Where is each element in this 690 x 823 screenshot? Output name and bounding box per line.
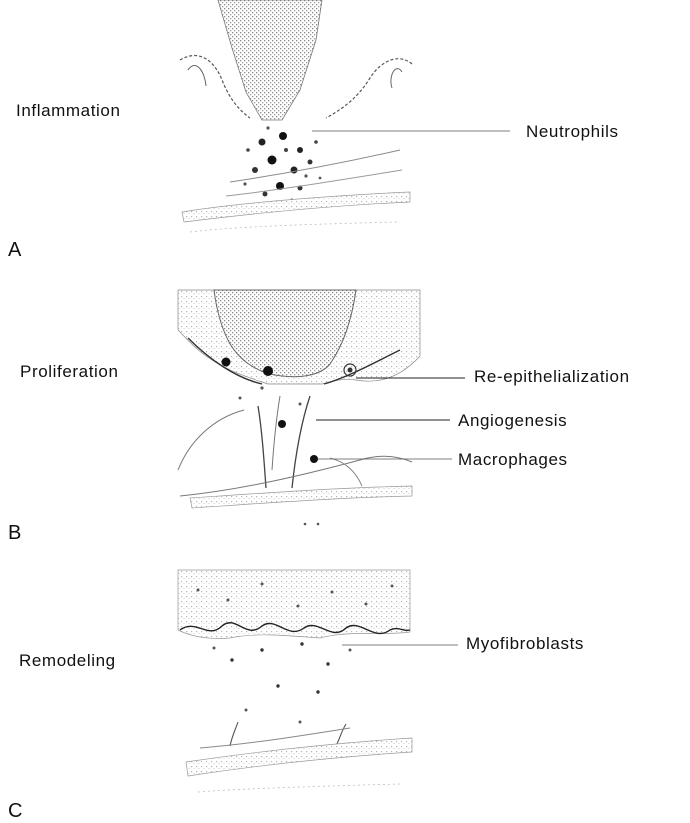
dermis-band-b	[190, 486, 412, 508]
annotation-neutrophils: Neutrophils	[526, 122, 619, 142]
annotation-angiogenesis: Angiogenesis	[458, 411, 567, 431]
panel-b-drawing	[178, 290, 465, 525]
annotation-reepithelialization: Re-epithelialization	[474, 367, 630, 387]
vessel-a	[230, 150, 400, 182]
hair-left-a	[188, 65, 206, 86]
stage-label-inflammation: Inflammation	[16, 101, 121, 121]
panel-a-drawing	[180, 0, 510, 232]
dermis-band-c	[186, 738, 412, 776]
myofibroblasts-c	[213, 642, 352, 723]
panel-letter-c: C	[8, 800, 22, 823]
annotation-myofibroblasts: Myofibroblasts	[466, 634, 584, 654]
hair-right-a	[391, 69, 402, 88]
stage-label-proliferation: Proliferation	[20, 362, 119, 382]
neutrophil-cluster	[243, 126, 321, 206]
stage-label-remodeling: Remodeling	[19, 651, 116, 671]
panel-c-drawing	[178, 570, 458, 792]
epidermis-right-a	[326, 59, 412, 118]
annotation-macrophages: Macrophages	[458, 450, 568, 470]
wound-clot-a	[218, 0, 322, 120]
dermis-curve-left-b	[178, 410, 244, 470]
vessel-c-2	[336, 724, 346, 746]
panel-letter-a: A	[8, 239, 21, 262]
epidermis-c	[178, 570, 410, 639]
vessel-c-1	[230, 722, 238, 746]
new-vessel-1	[258, 406, 266, 488]
new-vessel-2	[292, 396, 310, 488]
panel-letter-b: B	[8, 522, 21, 545]
dermis-a	[182, 192, 410, 222]
